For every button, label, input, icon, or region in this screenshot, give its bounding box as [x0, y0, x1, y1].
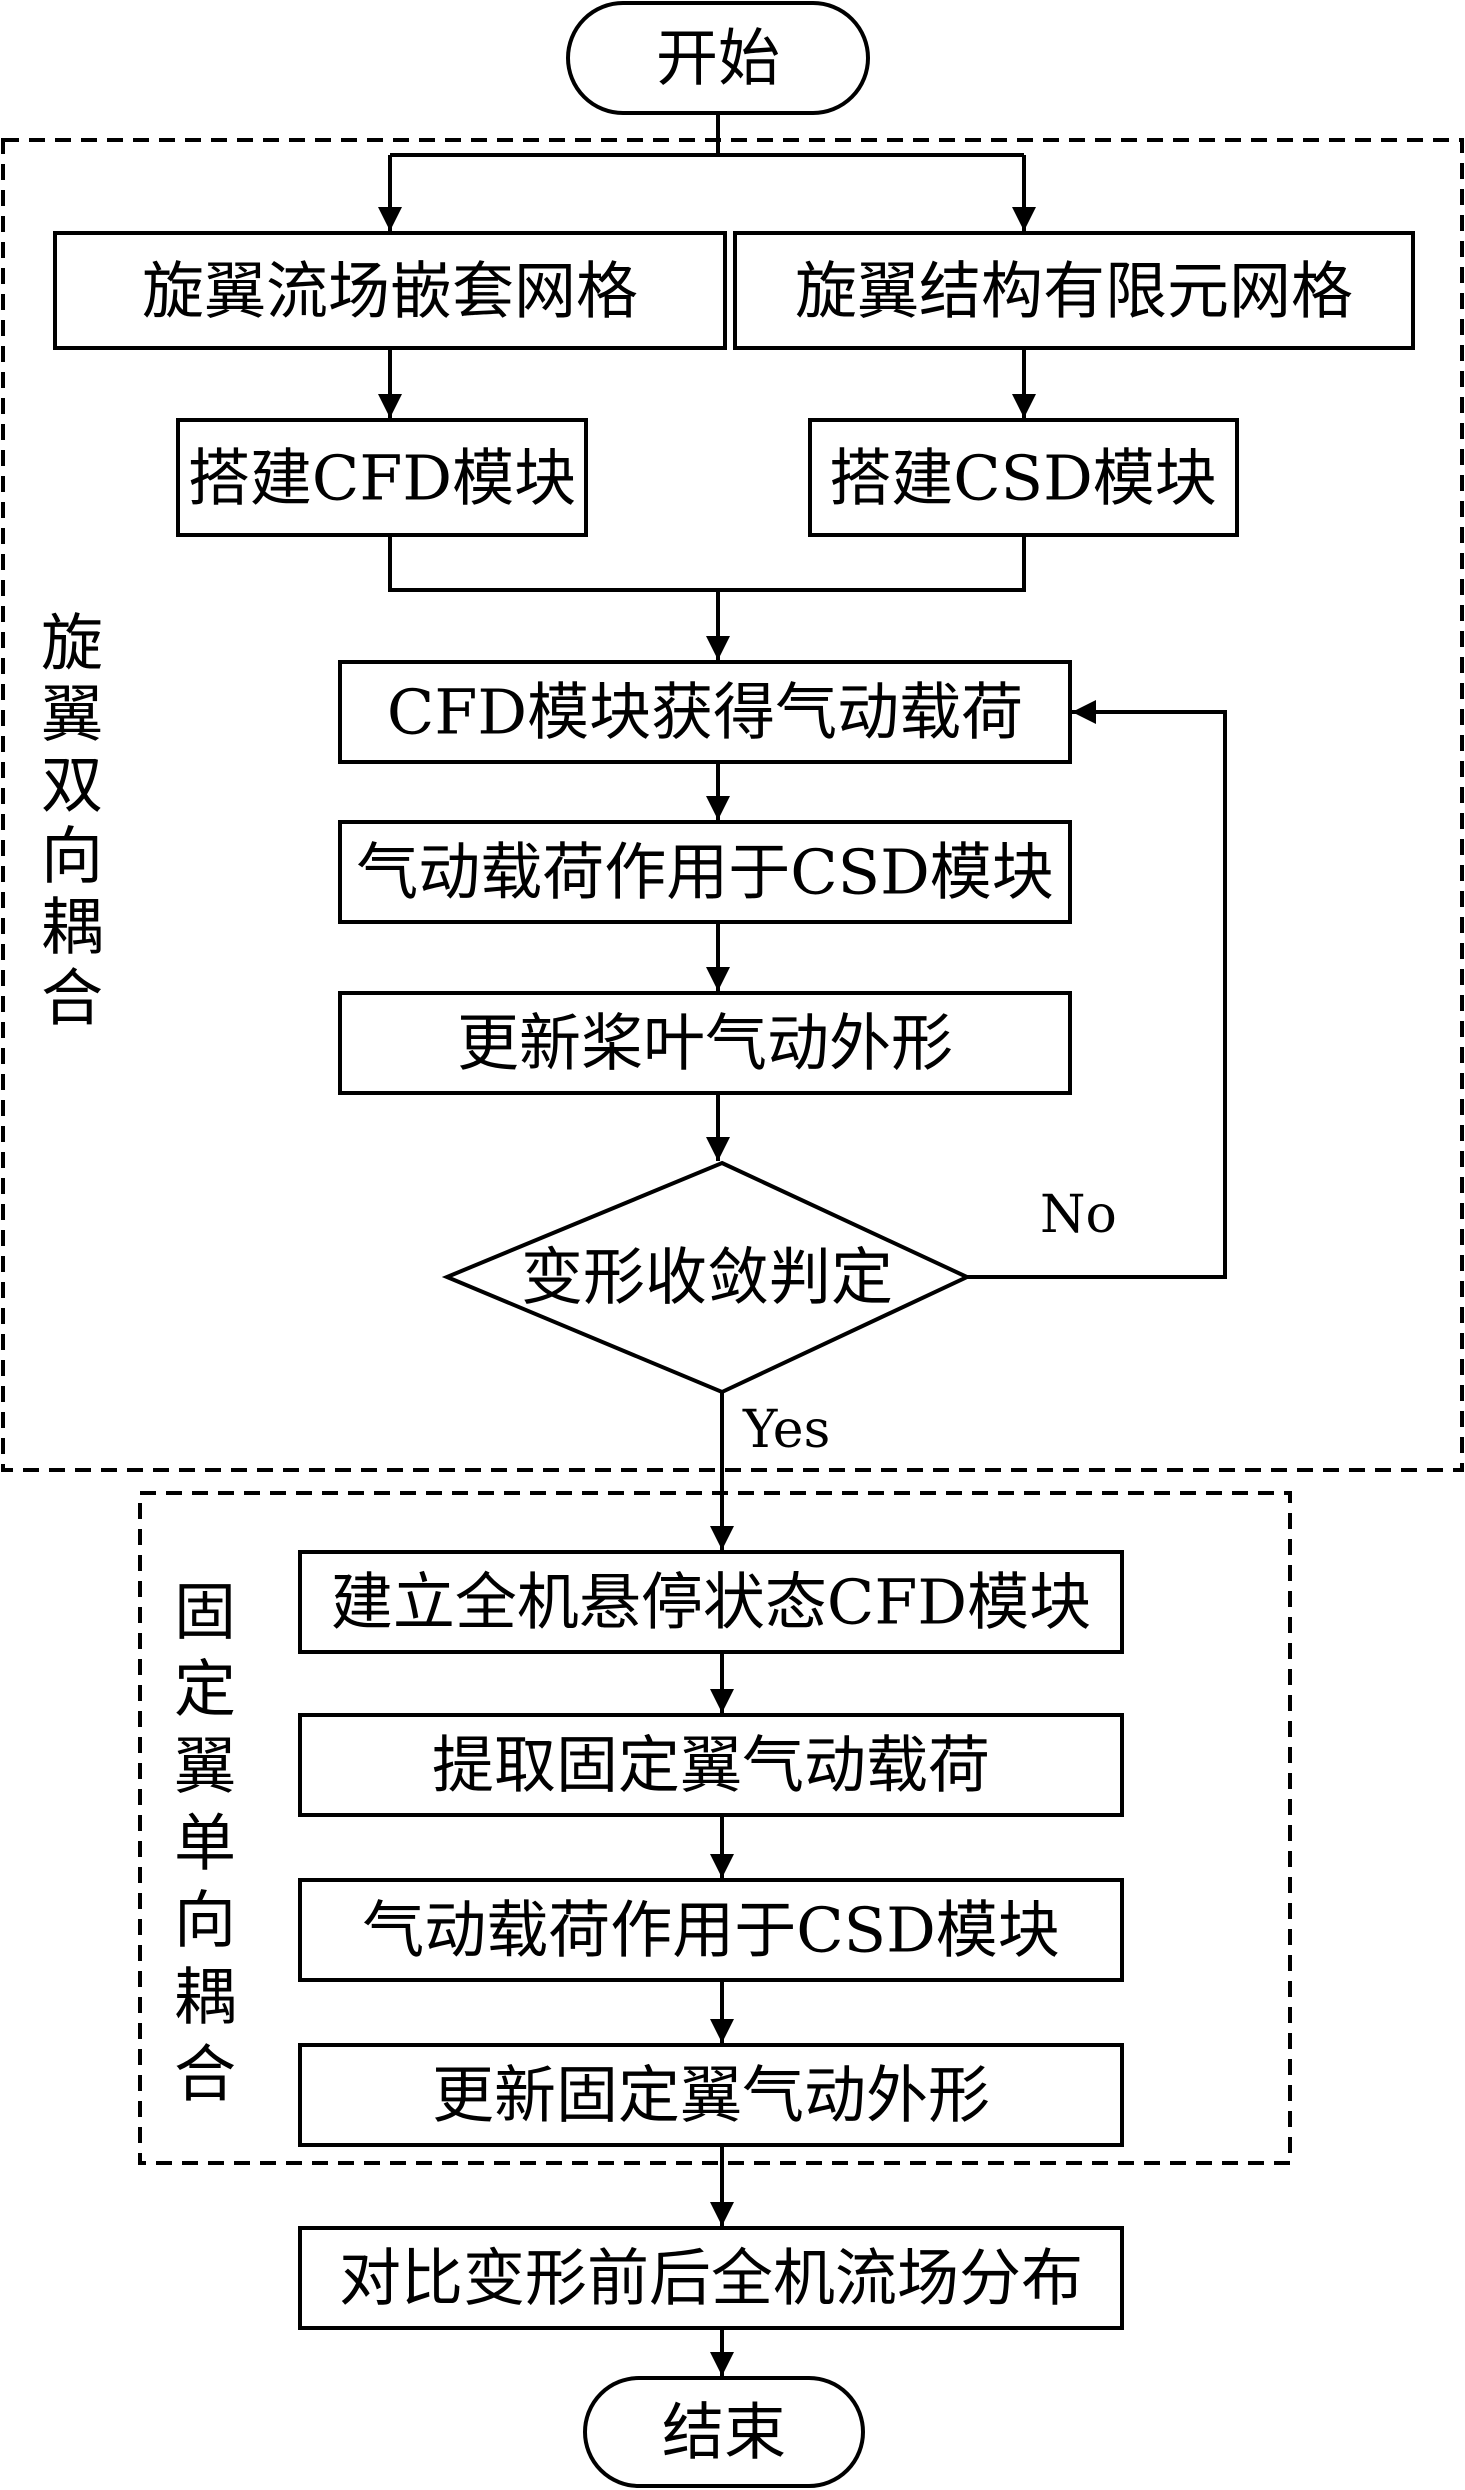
update-wing-shape-label: 更新固定翼气动外形: [432, 2059, 990, 2132]
build-csd-box: [808, 418, 1239, 537]
edge-cfd-merge: [388, 535, 1026, 592]
wing-coupling-label-char: 合: [174, 2038, 236, 2111]
wing-coupling-label-char: 固: [174, 1576, 236, 1649]
wing-coupling-frame: [138, 1491, 1292, 2165]
rotor-coupling-label-char: 合: [41, 962, 103, 1035]
wing-coupling-label-char: 向: [174, 1884, 236, 1957]
convergence-decision: [441, 1160, 972, 1395]
end-terminal: [583, 2376, 865, 2488]
extract-wing-load-box: [298, 1713, 1124, 1817]
start-terminal: [566, 1, 870, 115]
build-hover-cfd-box: [298, 1550, 1124, 1654]
wing-coupling-label-char: 耦: [174, 1961, 236, 2034]
update-blade-shape-box: [338, 991, 1072, 1095]
rotor-coupling-label-char: 耦: [41, 891, 103, 964]
rotor-coupling-label-char: 双: [41, 749, 103, 822]
start-label: 开始: [656, 22, 780, 95]
yes-label: Yes: [742, 1400, 830, 1460]
build-cfd-label: 搭建CFD模块: [188, 442, 576, 515]
update-wing-shape-box: [298, 2043, 1124, 2147]
wing-coupling-label-char: 定: [174, 1653, 236, 1726]
wing-coupling-label-char: 单: [174, 1807, 236, 1880]
wing-load-to-csd-box: [298, 1878, 1124, 1982]
build-hover-cfd-label: 建立全机悬停状态CFD模块: [331, 1566, 1091, 1639]
rotor-coupling-label-char: 翼: [41, 678, 103, 751]
rotor-load-to-csd-box: [338, 820, 1072, 924]
rotor-structure-grid-box: [733, 231, 1415, 350]
rotor-flow-grid-label: 旋翼流场嵌套网格: [142, 255, 638, 328]
no-label: No: [1040, 1185, 1117, 1245]
rotor-load-to-csd-label: 气动载荷作用于CSD模块: [356, 836, 1054, 909]
rotor-flow-grid-box: [53, 231, 727, 350]
edge-no-loop: [967, 700, 1227, 1279]
rotor-coupling-label-char: 旋: [41, 607, 103, 680]
compare-flow-box: [298, 2226, 1124, 2330]
connectors: [378, 113, 1227, 2376]
cfd-aero-load-box: [338, 660, 1072, 764]
extract-wing-load-label: 提取固定翼气动载荷: [432, 1729, 990, 1802]
compare-flow-label: 对比变形前后全机流场分布: [339, 2242, 1083, 2315]
wing-coupling-label-char: 翼: [174, 1730, 236, 1803]
rotor-coupling-frame: [1, 138, 1464, 1472]
convergence-decision-label: 变形收敛判定: [521, 1241, 893, 1314]
end-label: 结束: [662, 2396, 786, 2469]
wing-load-to-csd-label: 气动载荷作用于CSD模块: [362, 1894, 1060, 1967]
build-cfd-box: [176, 418, 588, 537]
rotor-structure-grid-label: 旋翼结构有限元网格: [795, 255, 1353, 328]
cfd-aero-load-label: CFD模块获得气动载荷: [387, 676, 1023, 749]
update-blade-shape-label: 更新桨叶气动外形: [457, 1007, 953, 1080]
build-csd-label: 搭建CSD模块: [829, 442, 1217, 515]
rotor-coupling-label-char: 向: [41, 820, 103, 893]
